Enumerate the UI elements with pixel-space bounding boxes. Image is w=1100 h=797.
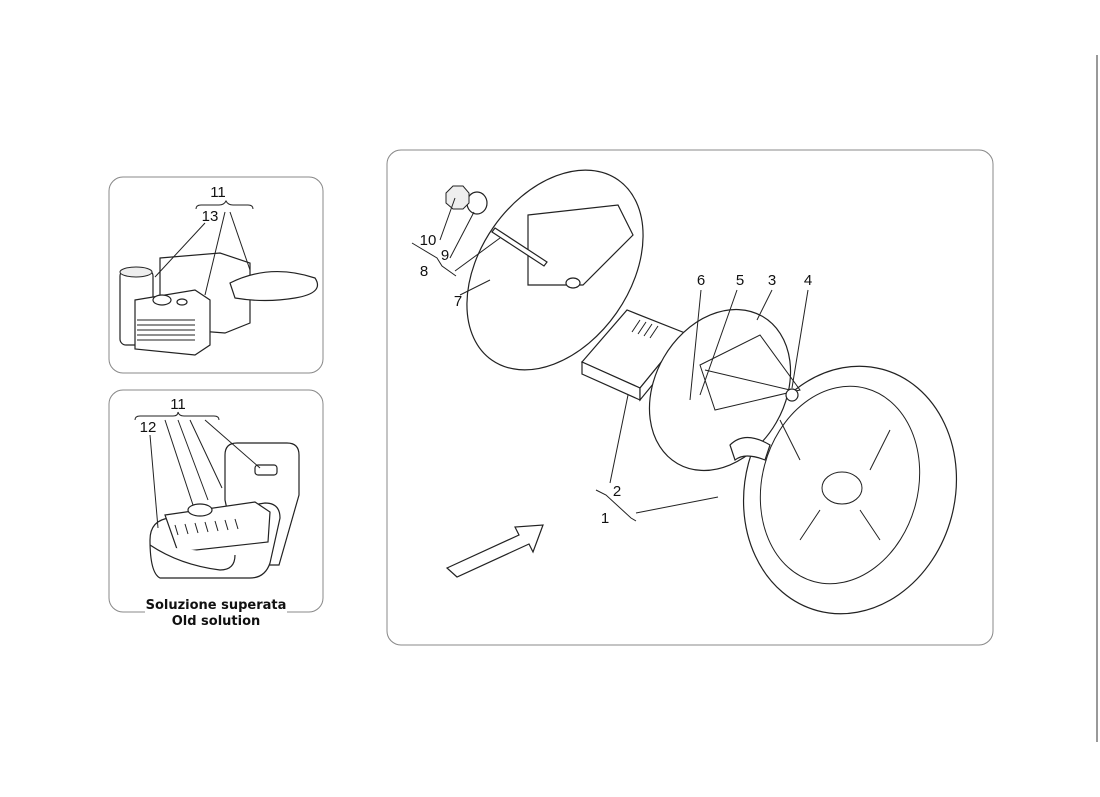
label-5: 5 — [736, 272, 744, 289]
main-frame — [386, 149, 994, 646]
main-exploded-view: 2 1 3 4 5 6 7 8 9 10 — [386, 149, 994, 646]
label-11-top: 11 — [210, 184, 226, 201]
label-11-bottom: 11 — [170, 396, 186, 413]
label-9: 9 — [441, 247, 449, 264]
inset-old-kit: 11 12 Soluzione superata Old solution — [108, 389, 324, 629]
nut-icon — [445, 185, 470, 210]
label-4: 4 — [804, 272, 812, 289]
bolt-icon — [491, 227, 548, 267]
caption-english: Old solution — [172, 614, 261, 629]
label-3: 3 — [768, 272, 776, 289]
wheel-cover-icon — [466, 169, 644, 371]
label-8: 8 — [420, 263, 428, 280]
label-1: 1 — [601, 510, 609, 527]
label-6: 6 — [697, 272, 705, 289]
label-12: 12 — [140, 419, 157, 436]
compressor-kit-icon — [119, 252, 319, 356]
repair-case-icon — [149, 442, 300, 579]
inset-frame — [108, 176, 324, 374]
washer-icon — [466, 191, 488, 215]
direction-arrow-icon — [445, 524, 544, 578]
label-13: 13 — [202, 208, 219, 225]
inset-frame — [108, 389, 324, 613]
label-2: 2 — [613, 483, 621, 500]
bracket — [134, 411, 220, 421]
bracket — [195, 199, 254, 210]
caption-italian: Soluzione superata — [146, 598, 287, 613]
jack-icon — [699, 334, 801, 462]
label-7: 7 — [454, 293, 462, 310]
label-10: 10 — [420, 232, 437, 249]
inset-new-kit: 11 13 — [108, 176, 324, 374]
spare-wheel-icon — [648, 308, 958, 615]
